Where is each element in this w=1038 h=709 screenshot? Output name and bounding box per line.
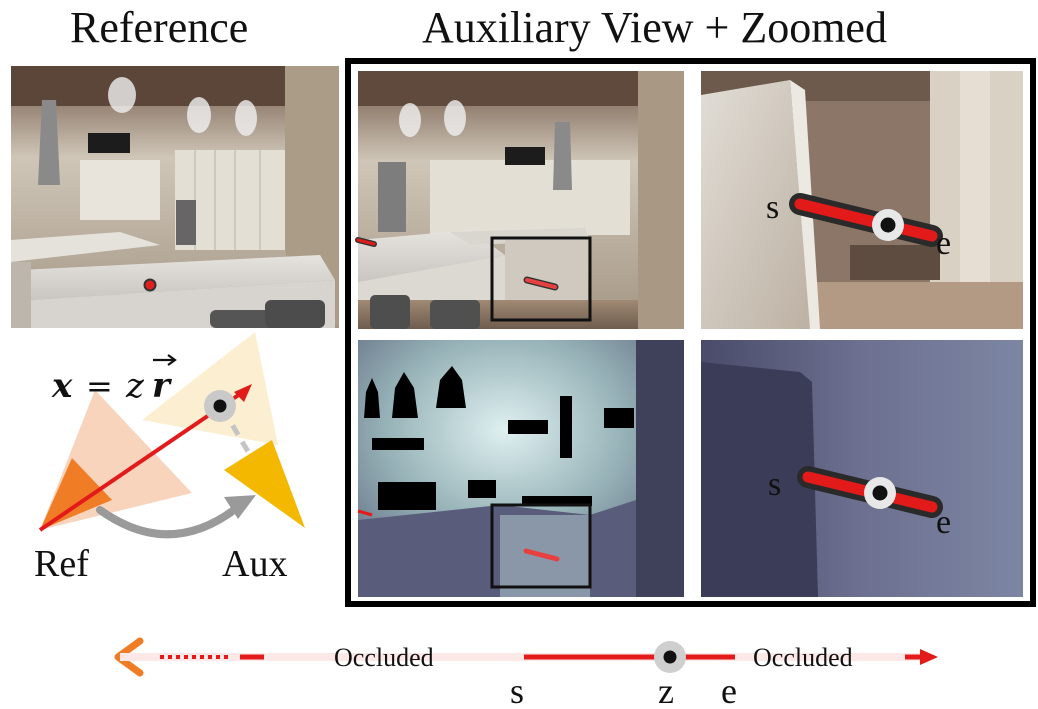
equation-x: x [51, 366, 73, 406]
aux-rgb-image [355, 71, 684, 329]
reference-image [11, 66, 339, 328]
ray-bar: Occluded Occluded s z e [114, 637, 938, 709]
occluded-left-label: Occluded [334, 643, 434, 672]
camera-eye-icon [114, 637, 144, 677]
aux-zoom-header: Auxiliary View + Zoomed [422, 3, 887, 52]
zoom-top-s-label: s [766, 189, 779, 226]
aux-depth-segment [523, 548, 560, 562]
aux-depth-image [357, 340, 684, 597]
aux-rgb-zoomed: s e [701, 71, 1023, 329]
equation-z: z [125, 366, 145, 406]
zoom-bottom-e-label: e [936, 504, 951, 541]
equation-r: r [152, 366, 172, 406]
camera-diagram: x = z r Ref Aux [34, 332, 305, 585]
reference-header: Reference [70, 3, 249, 52]
ref-camera-triangle [40, 458, 112, 530]
point-z [213, 399, 227, 413]
ray-arrowhead [234, 384, 252, 402]
transform-arrow [96, 503, 242, 539]
zoom-top-point [880, 217, 896, 233]
aux-depth-zoomed: s e [701, 340, 1023, 597]
ref-label: Ref [34, 543, 89, 585]
zoom-top-e-label: e [936, 225, 951, 262]
ray-point-z [663, 650, 677, 664]
aux-panel: s e [345, 58, 1036, 607]
ray-z-label: z [658, 671, 674, 709]
zoom-top-segment [794, 198, 938, 242]
equation-equals: = [86, 367, 113, 405]
ray-bar-arrowhead [920, 649, 938, 665]
zoom-bottom-s-label: s [768, 466, 781, 503]
zoom-counter-edge [701, 80, 810, 329]
aux-rgb-segment [525, 278, 557, 289]
aux-depth-zoom-box [490, 503, 592, 589]
aux-label: Aux [222, 543, 287, 585]
ray-e-label: e [721, 671, 737, 709]
vector-arrow-head [167, 354, 177, 366]
zoom-depth-edge [701, 362, 818, 597]
aux-rgb-zoom-box [490, 236, 592, 322]
zoom-bottom-point [872, 485, 888, 501]
aux-camera-triangle [224, 440, 305, 528]
ray-s-label: s [510, 671, 524, 709]
aux-frustum-light [142, 332, 278, 445]
ray-line [38, 392, 242, 532]
occluded-right-label: Occluded [753, 643, 853, 672]
transform-arrow-head [224, 495, 256, 519]
